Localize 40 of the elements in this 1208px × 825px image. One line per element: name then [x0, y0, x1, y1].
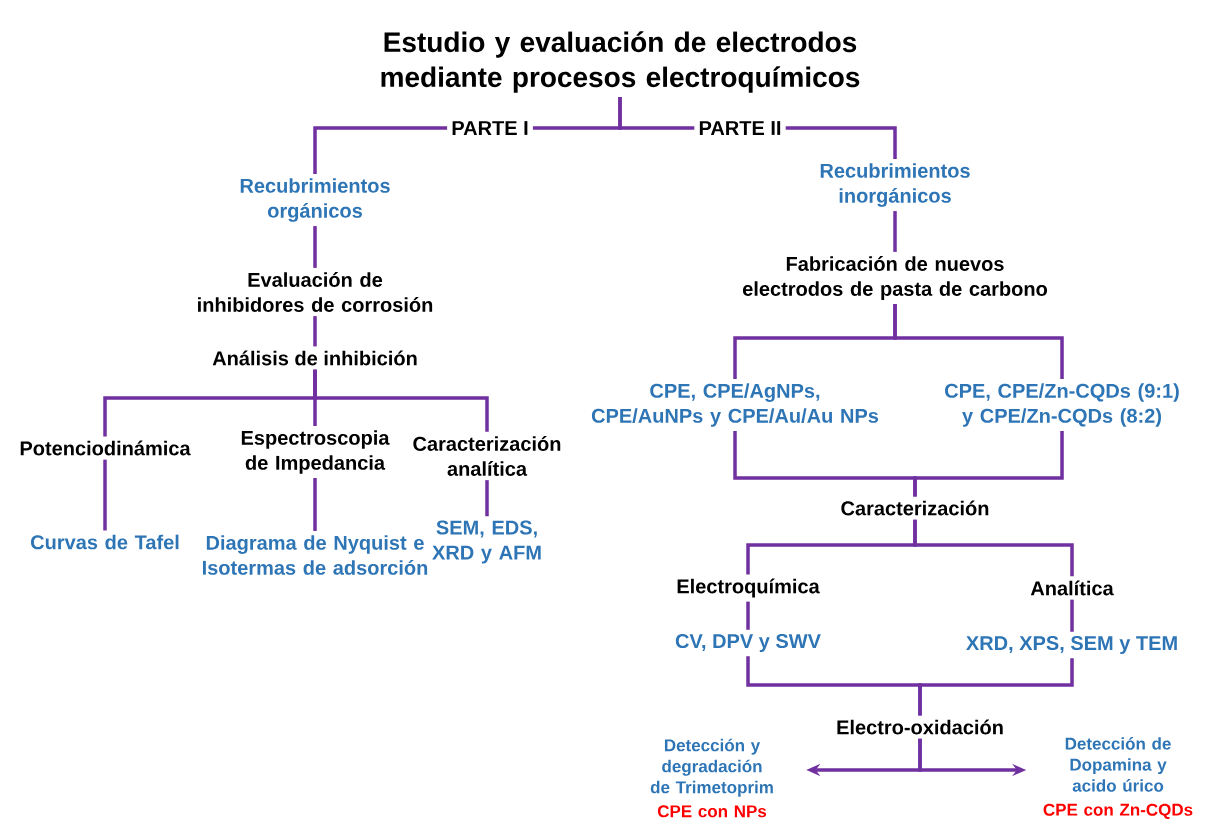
- application-label: Detección de Dopamina y acido úrico CPE con Zn-CQDs: [1043, 737, 1193, 819]
- section-label: PARTE I: [452, 121, 528, 135]
- connector-line: [746, 601, 750, 630]
- technique-label: Curvas de Tafel: [31, 534, 179, 550]
- electrode-label: CPE, CPE/AgNPs, CPE/AuNPs y CPE/Au/Au NPs: [591, 383, 879, 427]
- connector-line: [1070, 599, 1074, 632]
- technique-label: Diagrama de Nyquist e Isotermas de adsorción: [202, 535, 428, 575]
- method-label: Caracterización analítica: [413, 436, 561, 476]
- connector-line: [313, 478, 317, 531]
- connector-line: [103, 459, 107, 531]
- section-label: PARTE II: [699, 121, 781, 135]
- category-label: Recubrimientos inorgánicos: [820, 163, 970, 207]
- step-label: Evaluación de inhibidores de corrosión: [198, 272, 433, 312]
- technique-label: XRD, XPS, SEM y TEM: [966, 635, 1177, 655]
- connector-line: [313, 226, 317, 268]
- technique-label: CV, DPV y SWV: [675, 633, 821, 653]
- step-label: Electro-oxidación: [837, 719, 1003, 735]
- method-label: Potenciodinámica: [20, 440, 191, 456]
- method-label: Electroquímica: [677, 578, 820, 598]
- application-label: Detección y degradación de Trimetoprim CPE con NPs: [650, 738, 773, 818]
- connector-line: [485, 480, 489, 517]
- step-label: Caracterización: [841, 500, 989, 516]
- electrode-label: CPE, CPE/Zn-CQDs (9:1) y CPE/Zn-CQDs (8:2): [945, 383, 1179, 427]
- category-label: Recubrimientos orgánicos: [240, 178, 390, 222]
- connector-line: [313, 369, 489, 432]
- connector-line: [913, 431, 1064, 497]
- connector-line: [313, 316, 317, 347]
- connector-line: [913, 519, 1074, 577]
- connector-line: [618, 96, 695, 130]
- step-label: Análisis de inhibición: [212, 350, 417, 366]
- title: Estudio y evaluación de electrodos mediante procesos electroquímicos: [381, 31, 860, 93]
- connector-line: [893, 304, 1064, 379]
- connector-line: [785, 126, 897, 159]
- connector-line: [313, 126, 448, 174]
- method-label: Analítica: [1030, 580, 1114, 596]
- technique-label: SEM, EDS, XRD y AFM: [432, 520, 541, 564]
- connector-line: [918, 658, 1074, 716]
- method-label: Espectroscopia de Impedancia: [241, 430, 390, 474]
- step-label: Fabricación de nuevos electrodos de pasta de carbono: [743, 256, 1048, 300]
- connector-line: [893, 211, 897, 252]
